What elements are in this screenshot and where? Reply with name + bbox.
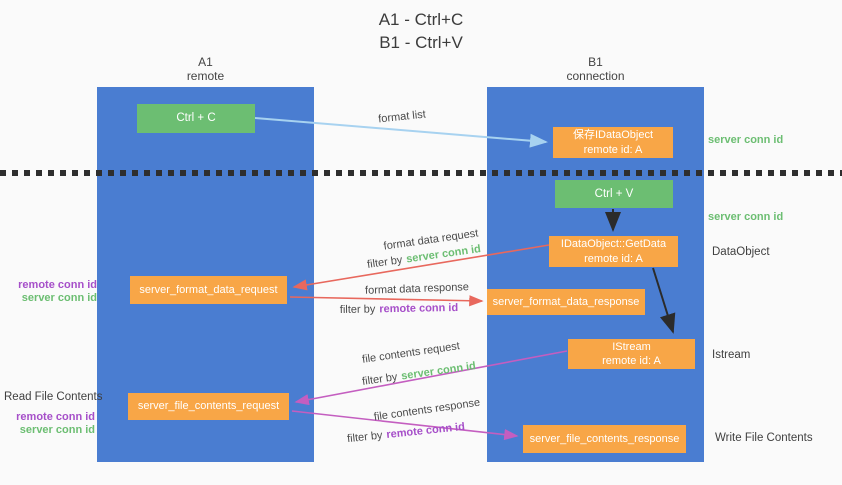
format-response-label: server_format_data_response <box>492 295 640 308</box>
file-response-label: server_file_contents_response <box>529 432 680 445</box>
diagram-title: A1 - Ctrl+C B1 - Ctrl+V <box>0 9 842 55</box>
filter-by-text: filter by <box>346 429 384 446</box>
dotted-divider <box>0 170 842 176</box>
istream-box: IStream remote id: A <box>568 339 695 369</box>
server-format-data-response-box: server_format_data_response <box>487 289 645 315</box>
remote-conn-id-text: remote conn id <box>385 420 466 442</box>
filter-by-text: filter by <box>366 254 404 271</box>
left-label-conn-ids-1: remote conn id server conn id <box>8 279 97 305</box>
left-remote-conn-id-1: remote conn id <box>18 279 97 291</box>
ctrl-c-box: Ctrl + C <box>137 104 255 133</box>
format-request-label: server_format_data_request <box>139 283 278 296</box>
filter-by-text: filter by <box>361 371 399 388</box>
filter-by-text: filter by <box>339 303 376 317</box>
arrow-format-data-response <box>289 295 484 307</box>
column-b1-subtitle: connection <box>566 69 625 83</box>
right-label-server-conn-id-2: server conn id <box>708 211 784 223</box>
column-a1-name: A1 <box>198 55 213 69</box>
server-conn-id-text: server conn id <box>400 360 477 383</box>
left-label-conn-ids-2: remote conn id server conn id <box>8 411 95 437</box>
title-line-1: A1 - Ctrl+C <box>378 10 464 29</box>
server-file-contents-request-box: server_file_contents_request <box>128 393 289 420</box>
ctrl-c-label: Ctrl + C <box>176 112 216 125</box>
getdata-line1: IDataObject::GetData <box>560 238 667 251</box>
server-file-contents-response-box: server_file_contents_response <box>523 425 686 453</box>
ctrl-v-box: Ctrl + V <box>555 180 673 208</box>
column-header-a1: A1 remote <box>97 55 314 83</box>
istream-line1: IStream <box>612 340 651 353</box>
left-server-conn-id-1: server conn id <box>21 292 97 304</box>
istream-line2: remote id: A <box>602 355 661 367</box>
column-header-b1: B1 connection <box>487 55 704 83</box>
idataobject-getdata-box: IDataObject::GetData remote id: A <box>549 236 678 267</box>
save-idataobject-line1: 保存IDataObject <box>572 129 654 142</box>
left-remote-conn-id-2: remote conn id <box>16 411 95 423</box>
file-request-label: server_file_contents_request <box>137 400 280 413</box>
left-label-read-file-contents: Read File Contents <box>4 391 103 403</box>
left-server-conn-id-2: server conn id <box>19 424 95 436</box>
right-label-istream: Istream <box>712 349 751 361</box>
server-format-data-request-box: server_format_data_request <box>130 276 287 304</box>
save-idataobject-box: 保存IDataObject remote id: A <box>553 127 673 158</box>
right-label-server-conn-id-1: server conn id <box>708 134 784 146</box>
label-format-data-response: format data response <box>364 281 470 297</box>
label-file-contents-request: file contents request <box>361 340 461 366</box>
column-a1-subtitle: remote <box>186 69 225 83</box>
ctrl-v-label: Ctrl + V <box>594 187 634 200</box>
remote-conn-id-text: remote conn id <box>379 301 459 316</box>
label-file-contents-response: file contents response <box>373 396 481 424</box>
column-b1-name: B1 <box>588 55 603 69</box>
label-format-list: format list <box>377 108 427 126</box>
right-label-write-file-contents: Write File Contents <box>715 432 813 444</box>
getdata-line2: remote id: A <box>584 252 643 265</box>
title-line-2: B1 - Ctrl+V <box>379 32 463 52</box>
right-label-dataobject: DataObject <box>712 246 770 258</box>
save-idataobject-line2: remote id: A <box>583 143 643 156</box>
